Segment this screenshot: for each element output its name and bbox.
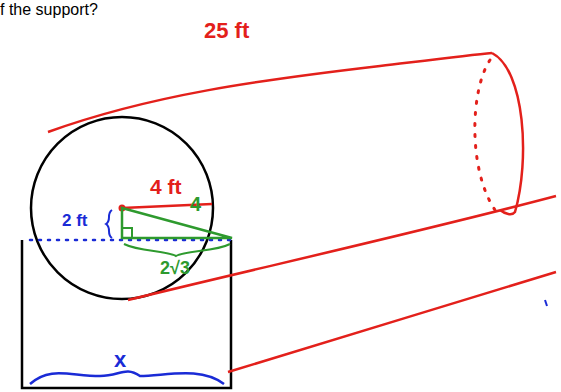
base-brace: [124, 244, 230, 256]
radius-label: 4 ft: [150, 176, 182, 197]
cylinder-top-line: [48, 53, 492, 132]
question-text: f the support?: [0, 2, 98, 18]
hypotenuse-label: 4: [190, 194, 201, 214]
right-angle-mark: [122, 228, 132, 238]
width-label: x: [114, 349, 126, 371]
height-label: 2 ft: [62, 212, 88, 229]
height-brace: [106, 210, 112, 238]
pen-mark: [545, 300, 547, 306]
length-label: 25 ft: [204, 20, 249, 42]
support-side-line: [228, 272, 556, 372]
cylinder-hidden-edge: [475, 60, 495, 210]
cylinder-far-end: [492, 53, 523, 214]
support-rectangle: [22, 240, 231, 388]
width-brace: [30, 372, 224, 384]
base-label: 2√3: [160, 259, 190, 277]
right-triangle: [122, 208, 232, 238]
